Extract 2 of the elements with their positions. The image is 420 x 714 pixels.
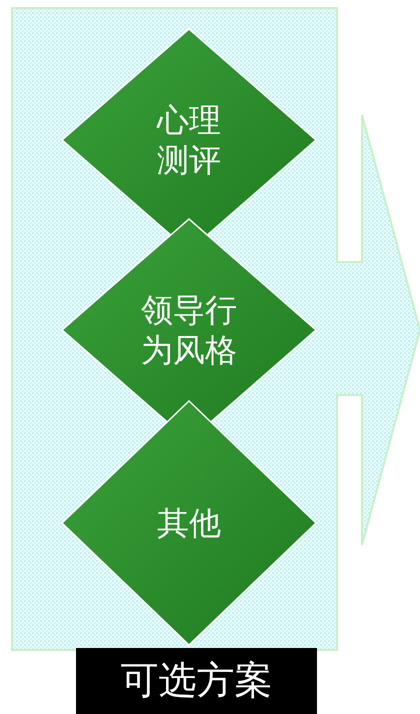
label-box: 可选方案 (76, 648, 317, 714)
diamond-box: 其他 (61, 400, 317, 646)
